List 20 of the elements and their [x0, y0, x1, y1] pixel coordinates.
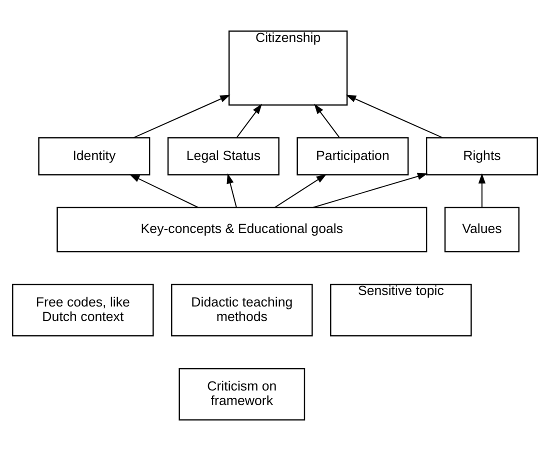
node-box: Citizenship	[228, 30, 348, 106]
node-box: Identity	[38, 136, 150, 175]
arrow	[134, 94, 230, 138]
node-box: Didactic teaching methods	[171, 283, 313, 336]
node-box: Free codes, like Dutch context	[12, 283, 154, 336]
arrow	[346, 94, 442, 138]
node-box: Values	[444, 206, 520, 252]
node-box: Legal Status	[167, 136, 280, 175]
node-box: Criticism on framework	[178, 368, 306, 420]
arrow	[478, 172, 486, 207]
node-box: Rights	[426, 136, 538, 175]
arrow	[129, 174, 198, 208]
node-box: Sensitive topic	[330, 283, 472, 336]
node-box: Key-concepts & Educational goals	[56, 206, 428, 252]
node-box: Participation	[296, 136, 409, 175]
arrow	[226, 172, 237, 207]
arrow	[314, 103, 340, 138]
arrow	[312, 172, 428, 208]
arrow	[274, 174, 327, 208]
arrow	[236, 103, 262, 138]
